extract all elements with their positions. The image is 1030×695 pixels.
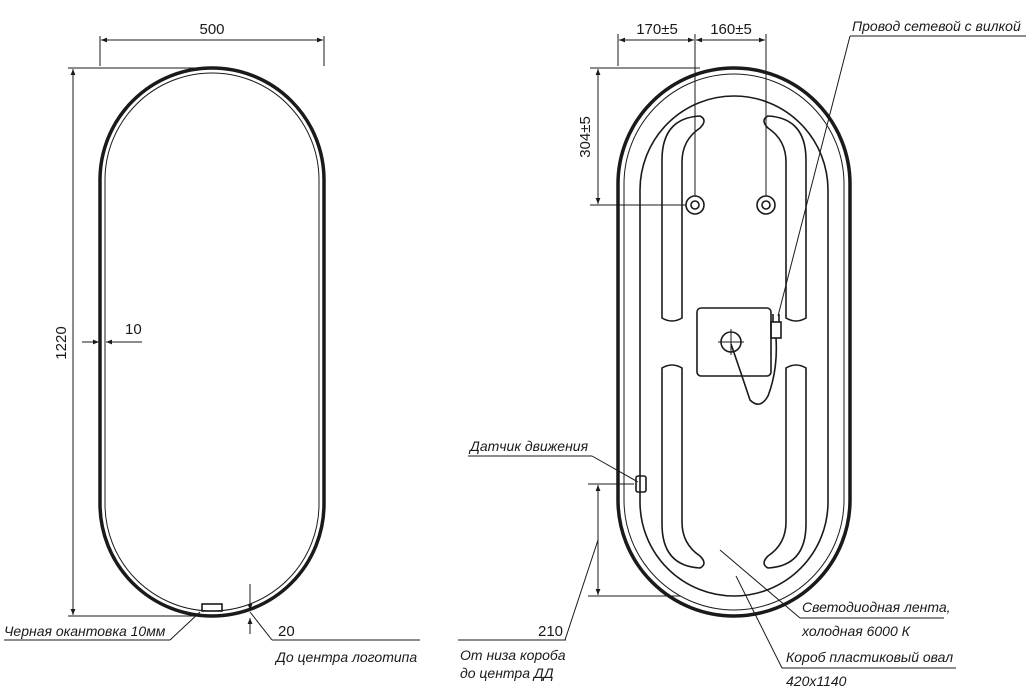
box-leader-line [735, 575, 783, 669]
mount-hole-right [756, 195, 776, 215]
width-dimension-label: 500 [199, 21, 224, 38]
logo-mark [201, 603, 223, 612]
led-strip-bottom-left [661, 364, 705, 569]
led-strip-top-right [763, 115, 807, 322]
rear-inner-outline [623, 73, 845, 611]
led-note-line2: холодная 6000 К [801, 623, 911, 639]
rear-outer-outline [616, 66, 852, 618]
cable-note: Провод сетевой с вилкой [852, 18, 1021, 34]
box-note-line2: 420х1140 [786, 673, 847, 689]
mount-hole-left-inner [690, 200, 700, 210]
cable-leader-line [777, 35, 851, 317]
frame-leader-line [169, 611, 201, 641]
led-strip-bottom-right [763, 364, 807, 569]
power-box [696, 307, 772, 377]
motion-sensor [635, 475, 647, 493]
mount-hole-left [685, 195, 705, 215]
led-strip-top-left [661, 115, 705, 322]
frame-dimension-label: 10 [125, 321, 142, 338]
sensor-dim-leader [564, 539, 599, 641]
sensor-dim-note-line2: до центра ДД [460, 665, 554, 681]
plug-body [770, 321, 782, 339]
mirror-outer-outline [98, 66, 326, 618]
height-dimension-label: 1220 [53, 326, 70, 359]
led-leader-line [719, 549, 801, 619]
logo-leader-line [249, 611, 273, 641]
front-view: 500 1220 10 20 До центра логотипа Черная… [4, 21, 420, 665]
mount-height-label: 304±5 [577, 116, 594, 158]
rear-view: 170±5 160±5 304±5 210 От низа короба до … [458, 18, 1026, 689]
logo-note: До центра логотипа [274, 649, 417, 665]
offset-right-label: 160±5 [710, 21, 752, 38]
sensor-leader-line [591, 455, 639, 483]
power-cable [730, 337, 778, 405]
box-note-line1: Короб пластиковый овал [786, 649, 953, 665]
led-note-line1: Светодиодная лента, [802, 599, 951, 615]
plastic-box-outline [639, 95, 829, 597]
sensor-height-label: 210 [538, 623, 563, 640]
motion-sensor-note: Датчик движения [468, 438, 589, 454]
offset-left-label: 170±5 [636, 21, 678, 38]
frame-note: Черная окантовка 10мм [4, 623, 166, 639]
sensor-dim-note-line1: От низа короба [460, 647, 566, 663]
logo-dimension-label: 20 [278, 623, 295, 640]
mount-hole-right-inner [761, 200, 771, 210]
